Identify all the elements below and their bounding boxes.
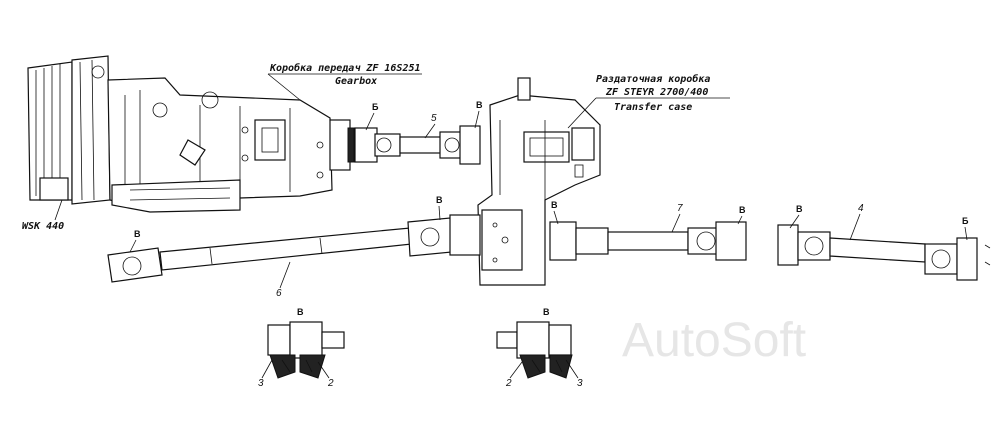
gearbox-label-en: Gearbox	[335, 76, 377, 87]
marker-b-2: Б	[962, 216, 969, 226]
shaft-4	[777, 224, 991, 281]
detail-view-left	[267, 321, 345, 379]
marker-v-6: В	[796, 204, 803, 214]
part-number-7: 7	[677, 203, 683, 214]
gearbox-assembly	[27, 55, 355, 213]
part-number-4: 4	[858, 203, 864, 214]
marker-v-4: В	[551, 200, 558, 210]
detail-left-number-2: 2	[327, 378, 334, 389]
watermark: AutoSoft	[622, 314, 806, 367]
part-number-5: 5	[431, 113, 437, 124]
detail-right-marker-v: В	[543, 307, 550, 317]
detail-left-marker-v: В	[297, 307, 304, 317]
transfer-label-ru-2: ZF STEYR 2700/400	[605, 87, 708, 98]
transfer-label: Раздаточная коробка ZF STEYR 2700/400 Tr…	[567, 73, 730, 129]
shaft-5	[354, 125, 481, 165]
detail-left-number-3: 3	[258, 378, 264, 389]
gearbox-label-ru: Коробка передач ZF 16S251	[269, 62, 421, 74]
transfer-label-ru-1: Раздаточная коробка	[596, 73, 710, 85]
marker-v-5: В	[739, 205, 746, 215]
transfer-label-en: Transfer case	[614, 102, 692, 113]
detail-right-number-2: 2	[505, 378, 512, 389]
gearbox-label: Коробка передач ZF 16S251 Gearbox	[267, 62, 422, 101]
wsk-label: WSK 440	[22, 221, 64, 232]
transfer-case-assembly	[477, 77, 601, 286]
detail-view-right	[496, 321, 573, 379]
marker-b-1: Б	[372, 102, 379, 112]
marker-v-2: В	[134, 229, 141, 239]
marker-v-3: В	[436, 195, 443, 205]
marker-v-1: В	[476, 100, 483, 110]
shaft-6	[107, 214, 481, 283]
part-number-6: 6	[276, 288, 282, 299]
shaft-7	[549, 221, 747, 261]
detail-right-number-3: 3	[577, 378, 583, 389]
